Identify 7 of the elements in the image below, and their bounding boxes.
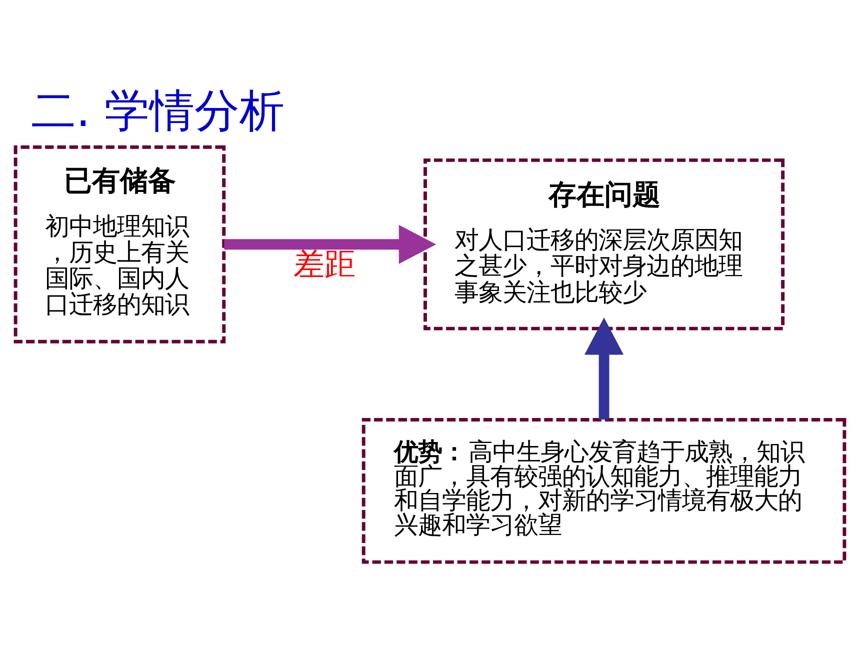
diagram-title: 二. 学情分析	[31, 84, 285, 137]
node-box: 优势：高中生身心发育趋于成熟，知识面广，具有较强的认知能力、推理能力和自学能力，对新的学习情境有极大的兴趣和学习欲望	[362, 418, 846, 564]
arrow	[584, 317, 624, 420]
node-box: 已有储备 初中地理知识，历史上有关国际、国内人口迁移的知识	[14, 145, 226, 344]
arrow	[224, 224, 436, 264]
node-box: 存在问题 对人口迁移的深层次原因知之甚少，平时对身边的地理事象关注也比较少	[424, 158, 785, 330]
edge-label: 差距	[294, 246, 356, 283]
